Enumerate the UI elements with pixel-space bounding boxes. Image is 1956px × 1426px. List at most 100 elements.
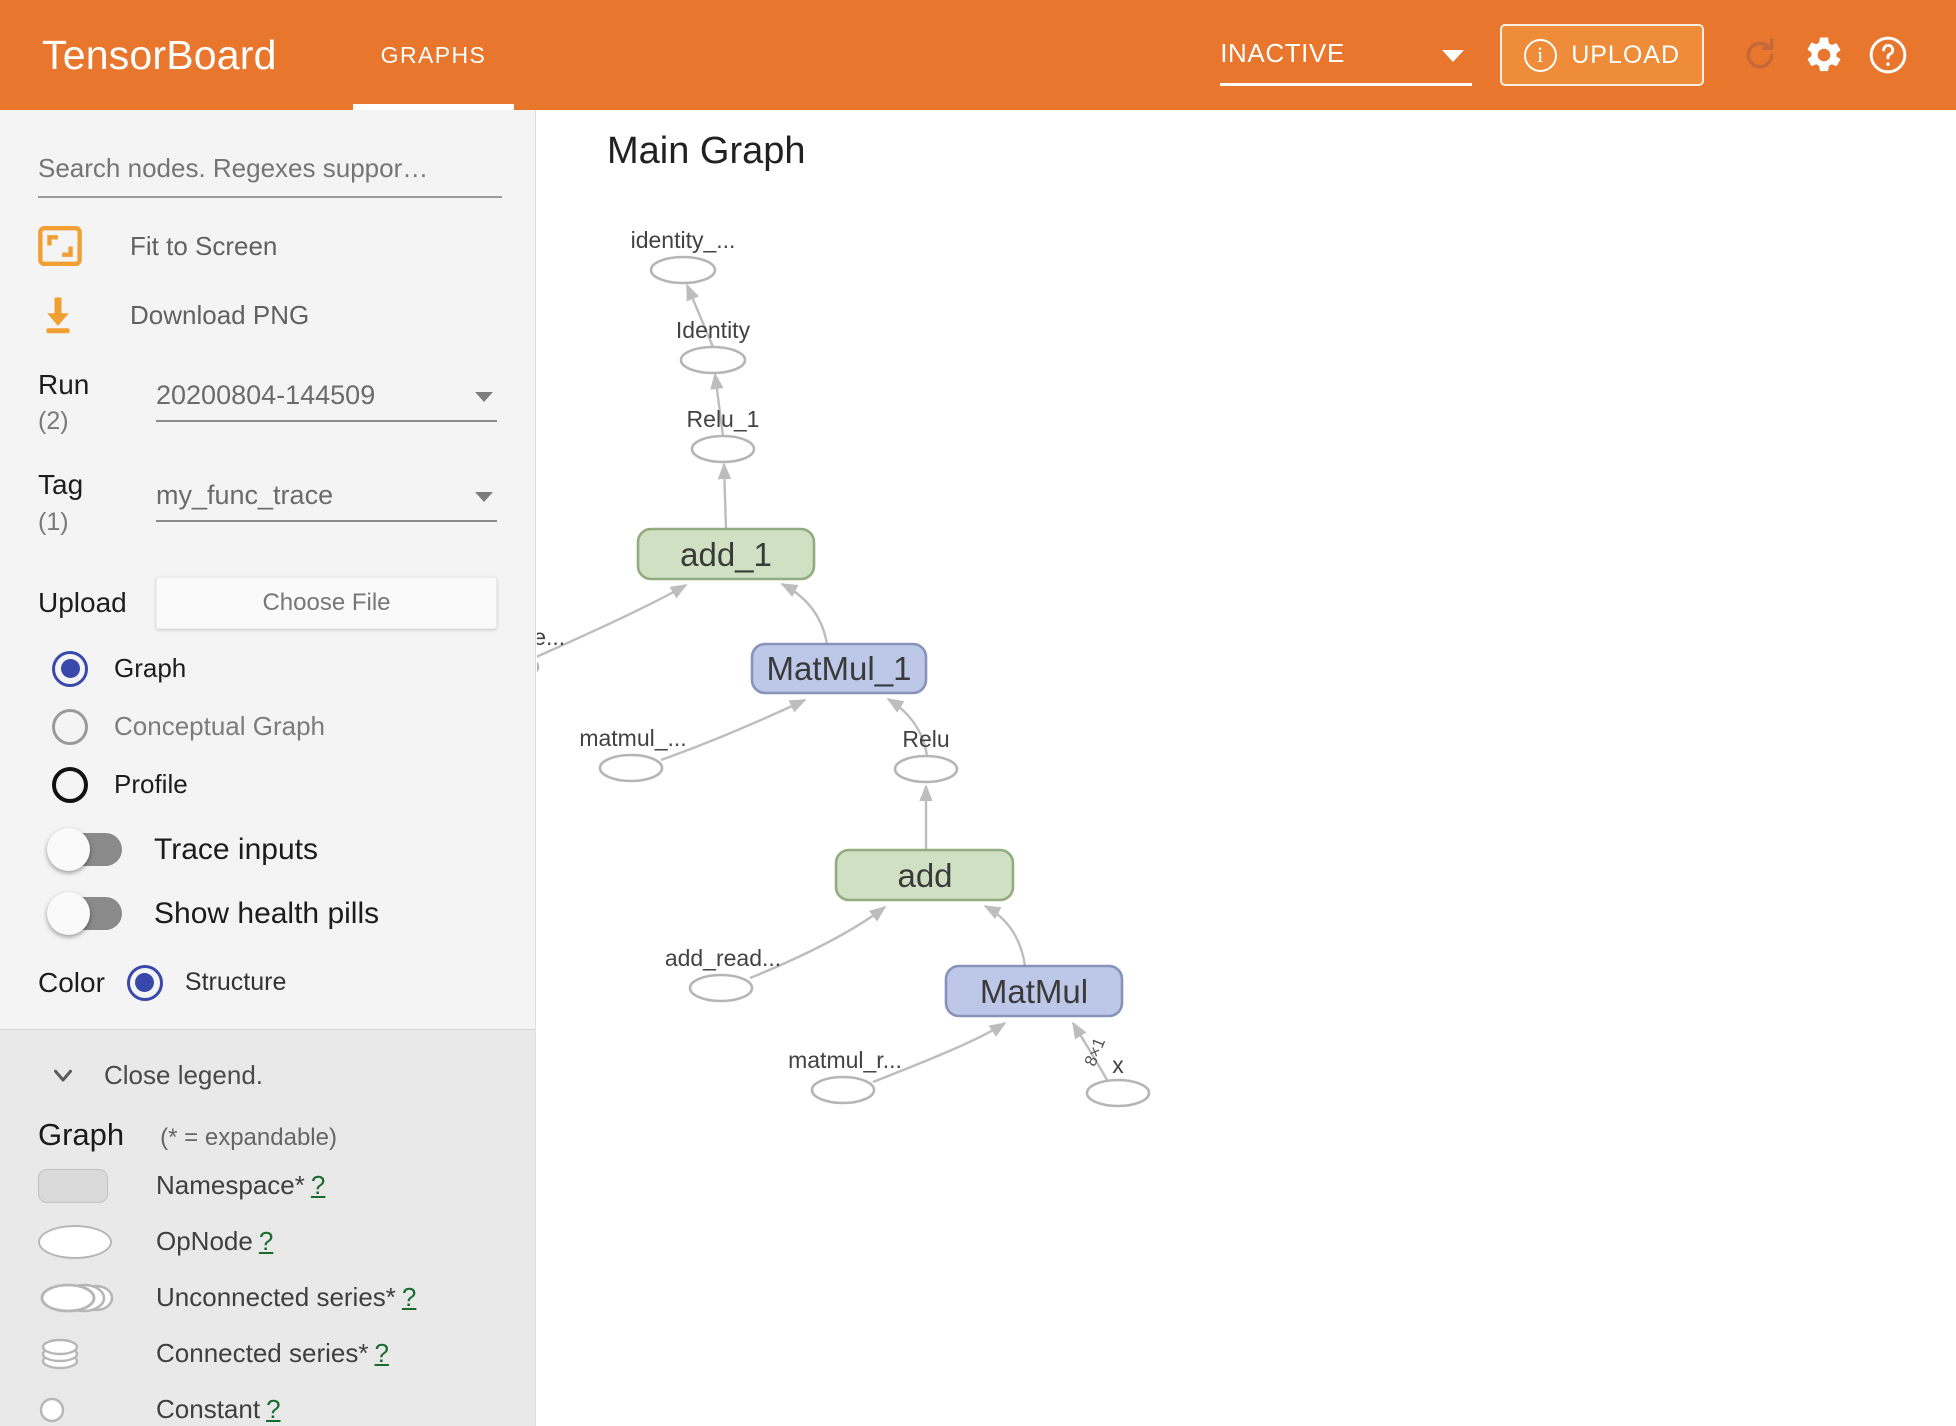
graph-node-label: Identity xyxy=(676,317,751,343)
edge-x-to-matmul xyxy=(1071,1021,1109,1081)
edge-add1read-to-add1 xyxy=(537,583,688,658)
toggle-health-pills-switch xyxy=(47,892,122,936)
edge-matmul-to-add xyxy=(983,904,1027,967)
color-label: Color xyxy=(38,966,105,998)
graph-node-matmul[interactable]: MatMul xyxy=(944,964,1124,1018)
graph-node-relu[interactable]: Relu xyxy=(893,726,959,784)
opnode-symbol-icon xyxy=(38,1224,134,1259)
connected-series-symbol-icon xyxy=(38,1333,134,1375)
graph-node-x[interactable]: x xyxy=(1085,1052,1151,1108)
run-label: Run xyxy=(38,369,90,400)
toggle-health-pills-label: Show health pills xyxy=(154,896,380,930)
graph-node-label: matmul_r... xyxy=(788,1047,902,1073)
radio-graph-label: Graph xyxy=(114,653,187,684)
refresh-icon[interactable] xyxy=(1728,23,1792,87)
help-link[interactable]: ? xyxy=(401,1282,417,1313)
download-icon xyxy=(38,294,96,336)
radio-conceptual-graph[interactable]: Conceptual Graph xyxy=(38,708,497,745)
header-tabs: GRAPHS xyxy=(352,0,515,110)
upload-button[interactable]: i UPLOAD xyxy=(1500,24,1704,86)
tab-graphs[interactable]: GRAPHS xyxy=(352,0,515,110)
graph-node-add-1[interactable]: add_1 xyxy=(636,527,816,581)
upload-button-label: UPLOAD xyxy=(1571,40,1680,69)
graph-node-add[interactable]: add xyxy=(834,848,1015,902)
chevron-down-icon xyxy=(475,392,493,402)
app-brand: TensorBoard xyxy=(42,31,277,78)
tag-selector-row: Tag (1) my_func_trace xyxy=(38,470,497,536)
graph-node-relu-1[interactable]: Relu_1 xyxy=(687,406,760,464)
help-link[interactable]: ? xyxy=(258,1226,274,1257)
close-legend-button[interactable]: Close legend. xyxy=(38,1030,497,1091)
run-status-dropdown[interactable]: INACTIVE xyxy=(1220,24,1473,86)
fit-to-screen-button[interactable]: Fit to Screen xyxy=(38,226,497,266)
legend-item-label: OpNode? xyxy=(156,1226,274,1257)
tag-label-block: Tag (1) xyxy=(38,470,156,536)
graph-node-add-read[interactable]: add_read... xyxy=(665,945,781,1003)
graph-node-label: add xyxy=(897,857,952,894)
chevron-down-icon xyxy=(1442,50,1465,62)
edge-shape-label: 8×1 xyxy=(1081,1035,1109,1069)
radio-conceptual-graph-indicator xyxy=(52,708,88,745)
graph-nodes: identity_... Identity Relu_1 add_1 xyxy=(537,227,1151,1108)
graph-node-label: x xyxy=(1112,1052,1124,1078)
tag-value: my_func_trace xyxy=(156,479,334,510)
graph-canvas[interactable]: Main Graph xyxy=(537,110,1956,1426)
tag-dropdown[interactable]: my_func_trace xyxy=(156,470,497,523)
radio-profile-label: Profile xyxy=(114,769,188,800)
help-link[interactable]: ? xyxy=(266,1394,281,1425)
legend-item-label: Constant? xyxy=(156,1394,281,1425)
namespace-symbol-icon xyxy=(38,1168,134,1203)
graph-edges xyxy=(537,283,1109,1084)
edge-add1-to-relu1 xyxy=(717,462,732,530)
color-row: Color Structure xyxy=(38,964,497,1029)
chevron-down-icon xyxy=(48,1060,78,1090)
upload-label: Upload xyxy=(38,587,127,619)
graph-node-label: matmul_... xyxy=(579,725,686,751)
help-link[interactable]: ? xyxy=(374,1338,389,1369)
tag-count: (1) xyxy=(38,507,69,536)
graph-node-identity[interactable]: Identity xyxy=(676,317,751,375)
edge-matmulread-to-matmul xyxy=(872,1021,1007,1084)
graph-node-label: MatMul_1 xyxy=(767,650,912,687)
info-icon: i xyxy=(1524,38,1558,72)
edge-relu-to-matmul1 xyxy=(886,697,929,757)
graph-node-label: Relu_1 xyxy=(687,406,760,432)
graph-node-add-1-read[interactable]: add_1_re... xyxy=(537,624,565,680)
edge-matmulread1-to-matmul1 xyxy=(660,698,807,762)
graph-node-label: Relu xyxy=(902,726,949,752)
toggle-health-pills[interactable]: Show health pills xyxy=(38,892,497,936)
chevron-down-icon xyxy=(475,492,493,503)
graph-node-matmul-read[interactable]: matmul_r... xyxy=(788,1047,902,1105)
graph-svg: identity_... Identity Relu_1 add_1 xyxy=(537,227,1151,1108)
radio-profile-indicator xyxy=(52,766,88,803)
toggle-trace-inputs[interactable]: Trace inputs xyxy=(38,828,497,872)
run-value: 20200804-144509 xyxy=(156,379,376,410)
close-legend-label: Close legend. xyxy=(104,1059,263,1090)
help-link[interactable]: ? xyxy=(310,1170,326,1201)
choose-file-button[interactable]: Choose File xyxy=(156,576,497,629)
legend-panel: Close legend. Graph (* = expandable) Nam… xyxy=(0,1028,535,1426)
toggle-trace-inputs-switch xyxy=(47,828,122,872)
graph-node-label: MatMul xyxy=(980,973,1088,1010)
run-dropdown[interactable]: 20200804-144509 xyxy=(156,370,497,422)
help-icon[interactable] xyxy=(1856,23,1920,87)
graph-node-matmul-1[interactable]: MatMul_1 xyxy=(750,642,928,695)
sidebar-controls: Fit to Screen Download PNG Run (2) 2020 xyxy=(0,110,535,1029)
radio-conceptual-graph-label: Conceptual Graph xyxy=(114,711,326,742)
legend-item-unconnected-series: Unconnected series*? xyxy=(38,1275,497,1321)
gear-icon[interactable] xyxy=(1792,23,1856,87)
radio-profile[interactable]: Profile xyxy=(38,766,497,803)
search-input[interactable] xyxy=(38,146,502,198)
radio-color-structure-indicator[interactable] xyxy=(126,964,163,1001)
edge-relu1-to-identity xyxy=(710,372,725,437)
legend-item-opnode: OpNode? xyxy=(38,1219,497,1265)
tag-label: Tag xyxy=(38,469,84,501)
download-png-button[interactable]: Download PNG xyxy=(38,294,497,336)
graph-node-identity-out[interactable]: identity_... xyxy=(631,227,736,285)
upload-row: Upload Choose File xyxy=(38,576,497,629)
graph-node-matmul-read-1[interactable]: matmul_... xyxy=(579,725,687,783)
legend-item-connected-series: Connected series*? xyxy=(38,1331,497,1377)
radio-graph[interactable]: Graph xyxy=(38,650,497,687)
unconnected-series-symbol-icon xyxy=(38,1279,134,1317)
fit-to-screen-icon xyxy=(38,226,96,266)
